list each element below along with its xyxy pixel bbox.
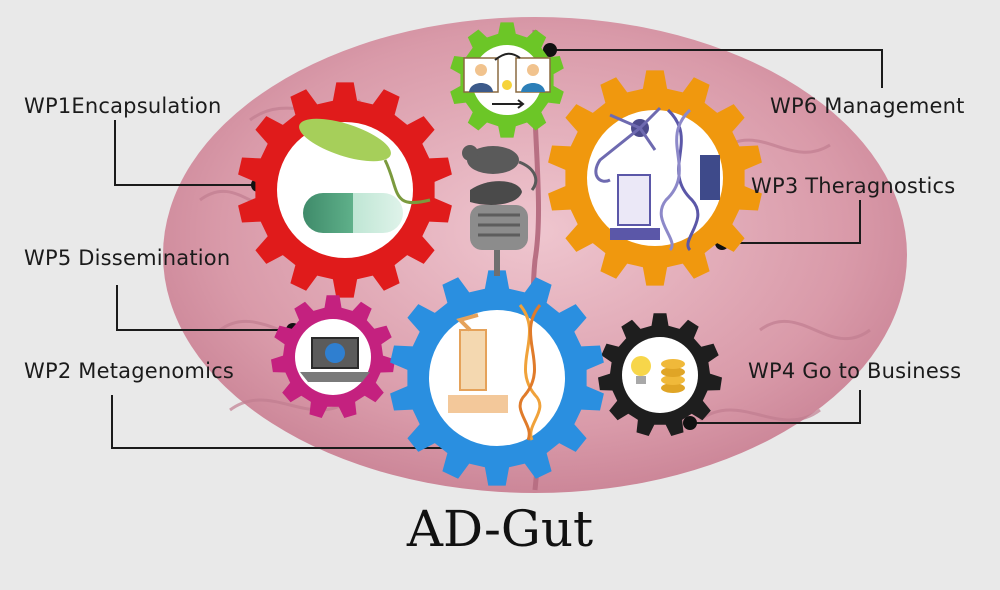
people-exchange-icon: [463, 52, 551, 109]
microscope-dna-icon: [448, 304, 542, 441]
wp5-gear-center: [429, 310, 565, 446]
wp4-gear-center: [622, 337, 698, 413]
diagram-title: AD-Gut: [406, 500, 594, 558]
liver-icon: [470, 181, 522, 205]
mouse-icon: [462, 145, 538, 191]
laptop-globe-icon: [300, 337, 370, 382]
wp6-label: WP6 Management: [770, 94, 965, 118]
wp2-label: WP2 Metagenomics: [24, 359, 234, 383]
lightbulb-coins-icon: [631, 356, 685, 393]
wp1-label: WP1Encapsulation: [24, 94, 222, 118]
intestine-icon: [470, 205, 528, 276]
wp5-label: WP5 Dissemination: [24, 246, 231, 270]
neuron-microscope-dna-icon: [594, 106, 720, 252]
wp3-label: WP3 Theragnostics: [751, 174, 956, 198]
connector-lines: [111, 49, 883, 449]
bacterium-capsule-icon: [299, 118, 431, 233]
wp4-label: WP4 Go to Business: [748, 359, 962, 383]
